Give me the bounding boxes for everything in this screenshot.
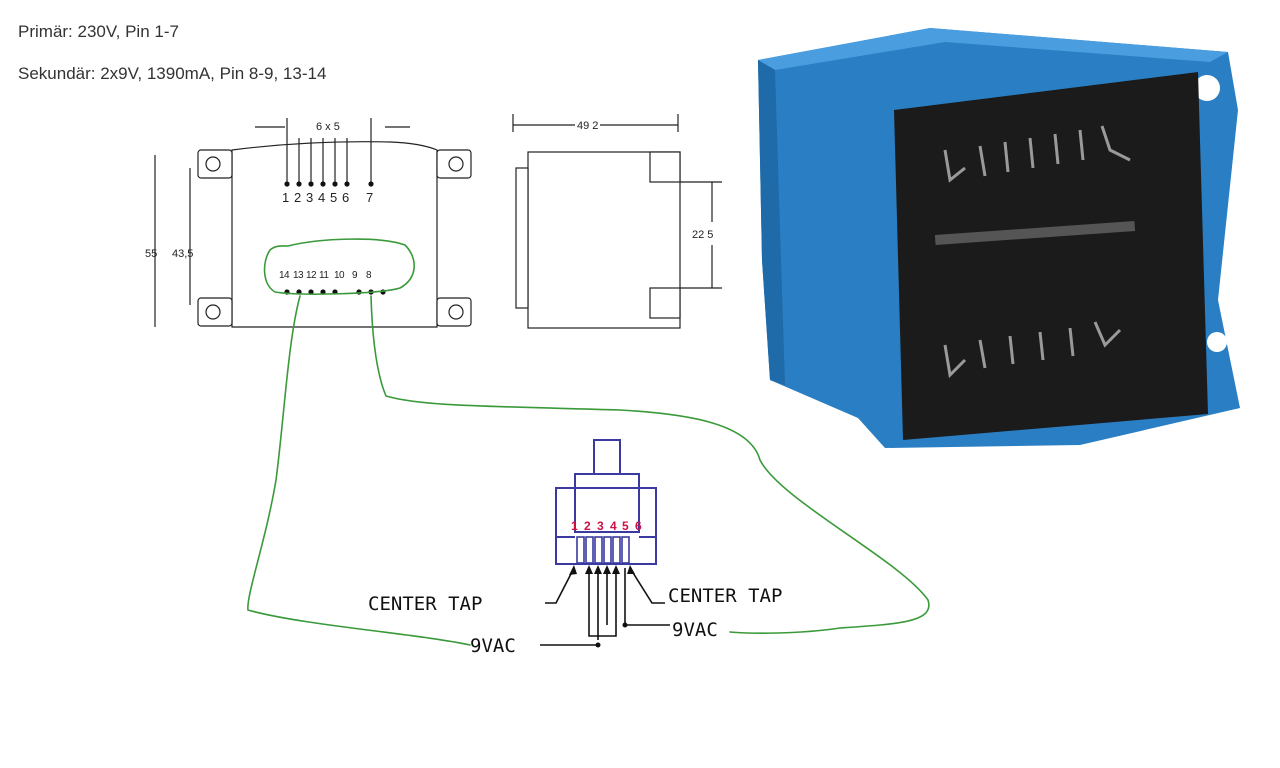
spec-secondary: Sekundär: 2x9V, 1390mA, Pin 8-9, 13-14 xyxy=(18,64,327,83)
bottom-pin-label: 13 xyxy=(293,270,304,281)
bottom-pin-label: 8 xyxy=(366,270,372,281)
top-pin-label: 5 xyxy=(330,190,337,205)
top-pin-numbers: 1 2 3 4 5 6 7 xyxy=(282,190,373,205)
bottom-pin-label: 9 xyxy=(352,270,358,281)
jack-pin-numbers: 1 2 3 4 5 6 xyxy=(571,519,642,533)
wire-pin-9 xyxy=(370,295,930,634)
secondary-pins-loop xyxy=(263,238,415,295)
side-height-label: 22 5 xyxy=(692,229,713,241)
label-center-tap-right: CENTER TAP xyxy=(668,585,782,607)
jack-outline xyxy=(555,439,657,565)
transformer-pins xyxy=(943,125,1131,379)
jack-pin-label: 5 xyxy=(622,519,629,533)
jack-pin-label: 2 xyxy=(584,519,591,533)
pitch-label: 6 x 5 xyxy=(316,121,340,133)
label-9vac-left: 9VAC xyxy=(470,635,516,657)
bottom-pin-label: 14 xyxy=(279,270,290,281)
bottom-pin-label: 12 xyxy=(306,270,317,281)
spec-primary: Primär: 230V, Pin 1-7 xyxy=(18,22,179,41)
top-pin-label: 6 xyxy=(342,190,349,205)
jack-pin-label: 3 xyxy=(597,519,604,533)
jack-leader-lines xyxy=(540,567,670,646)
jack-contacts xyxy=(576,536,630,564)
top-pin-label: 1 xyxy=(282,190,289,205)
wire-pin-13 xyxy=(247,295,471,646)
jack-pin-label: 1 xyxy=(571,519,578,533)
top-pin-label: 7 xyxy=(366,190,373,205)
bottom-pin-label: 11 xyxy=(319,270,329,281)
wiring-annotations xyxy=(247,238,930,646)
bottom-pin-label: 10 xyxy=(334,270,345,281)
height-outer-label: 55 xyxy=(145,248,157,260)
top-pin-label: 4 xyxy=(318,190,325,205)
label-center-tap-left: CENTER TAP xyxy=(368,593,482,615)
width-label: 49 2 xyxy=(577,120,598,132)
bottom-pin-numbers: 14 13 12 11 10 9 8 xyxy=(279,270,373,281)
top-pin-label: 3 xyxy=(306,190,313,205)
label-9vac-right: 9VAC xyxy=(672,619,718,641)
transformer-side-view xyxy=(512,114,722,329)
jack-arrowheads xyxy=(569,565,635,648)
jack-pin-label: 4 xyxy=(610,519,617,533)
transformer-photo xyxy=(758,28,1240,448)
top-pin-label: 2 xyxy=(294,190,301,205)
jack-pin-label: 6 xyxy=(635,519,642,533)
height-inner-label: 43,5 xyxy=(172,248,193,260)
transformer-top-view xyxy=(154,118,472,328)
